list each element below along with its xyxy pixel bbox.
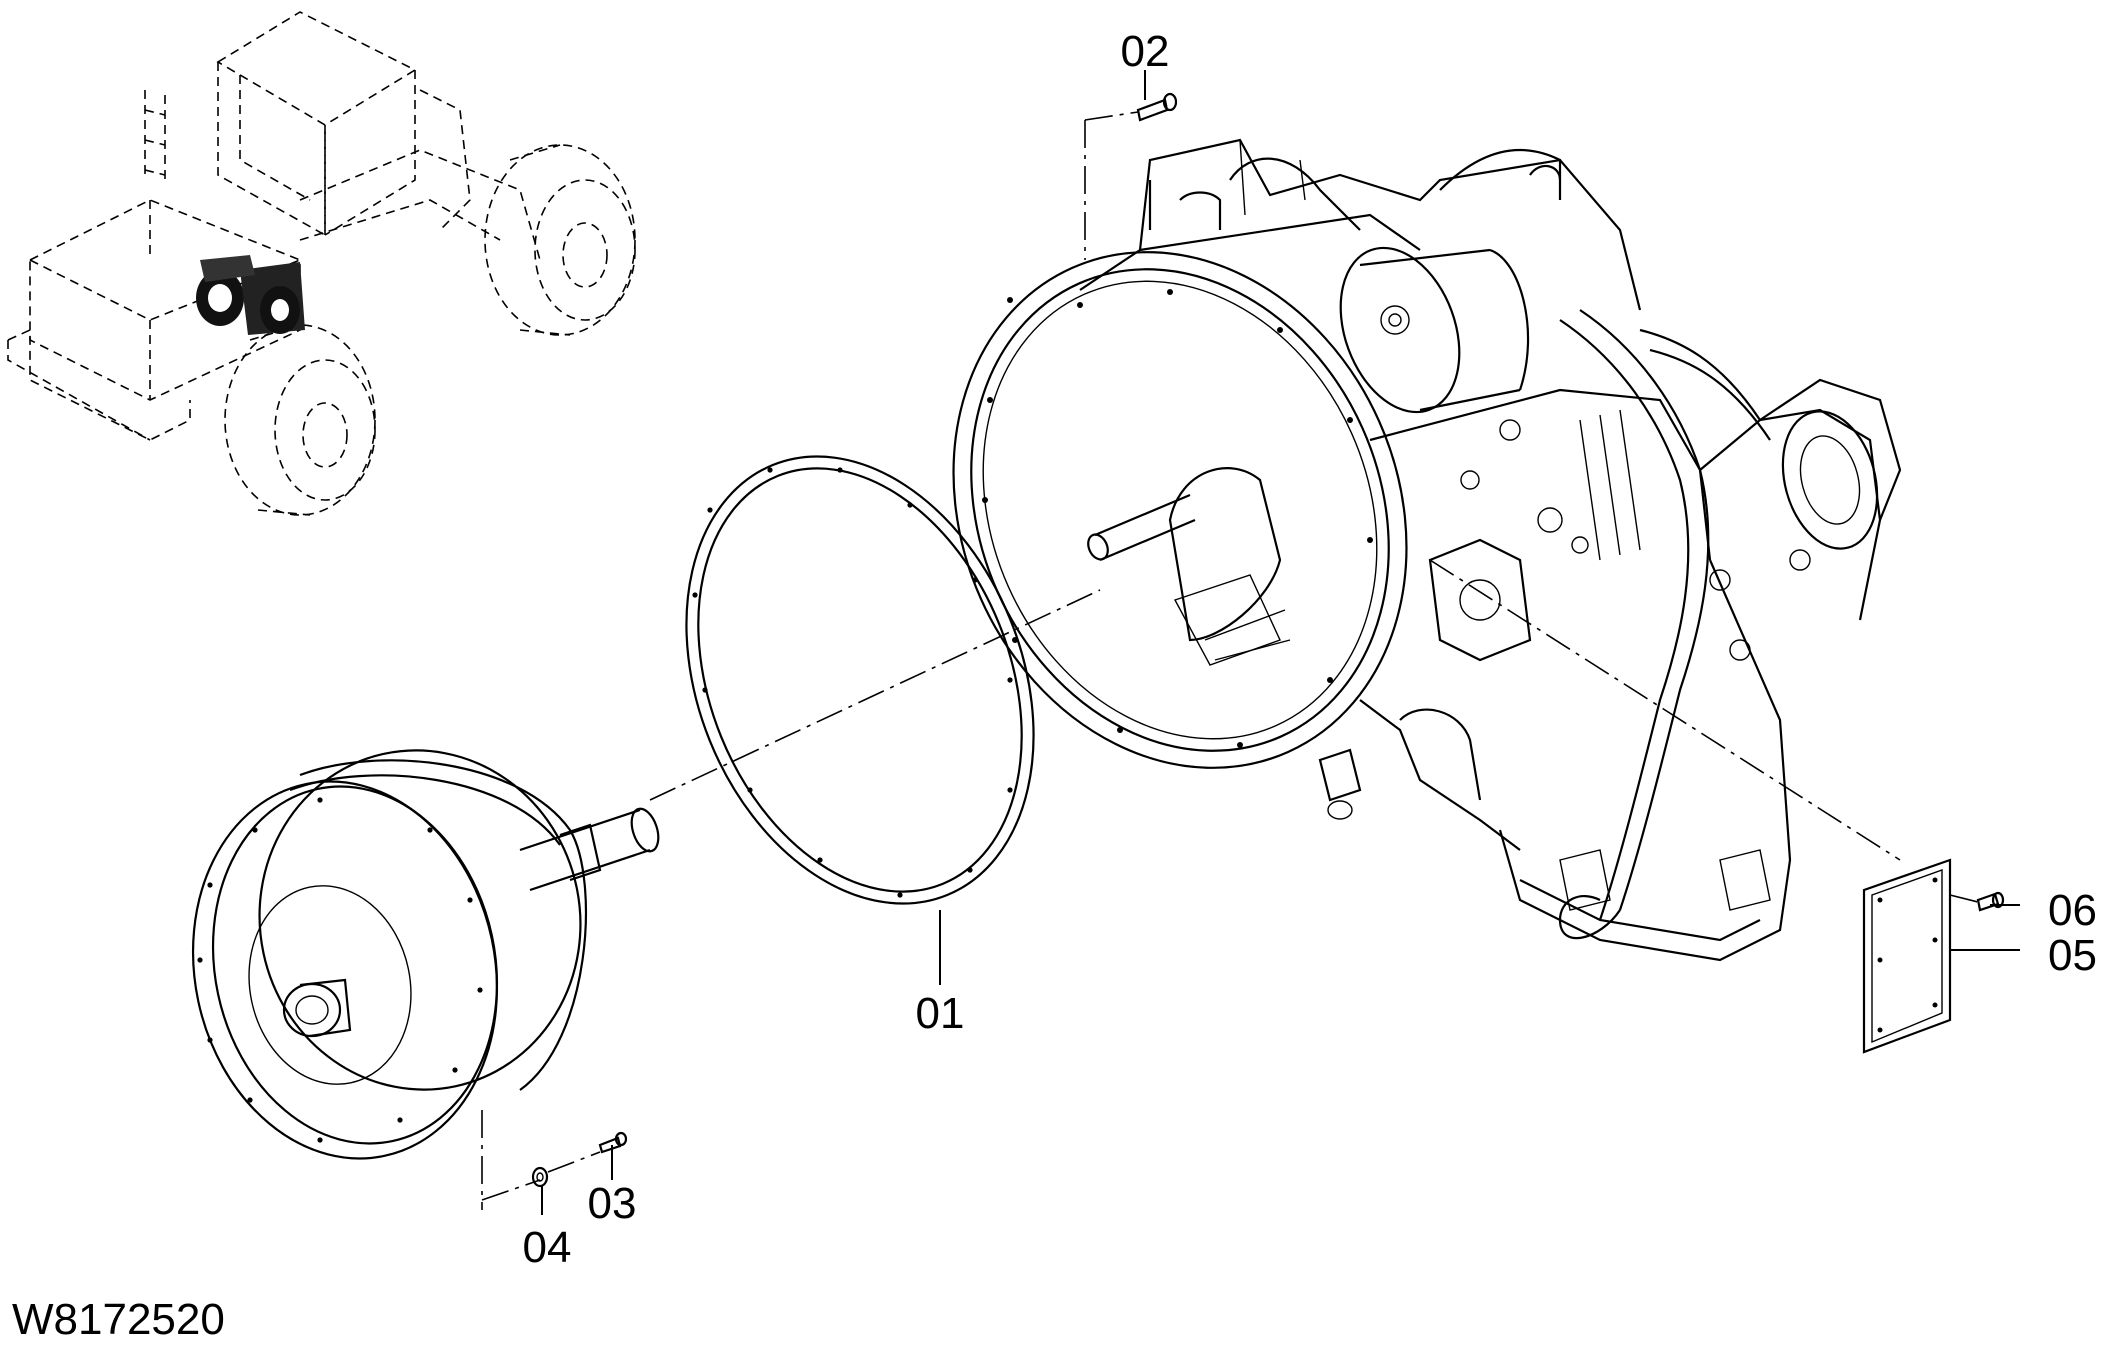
gasket-ring-part: [685, 455, 1035, 905]
bolt-06-part: [1976, 891, 2005, 912]
washer-04-part: [531, 1166, 549, 1188]
bolt-03-part: [598, 1131, 628, 1154]
callout-01-label: 01: [916, 989, 965, 1038]
callout-05-label: 05: [2048, 931, 2097, 980]
callout-04-label: 04: [523, 1223, 572, 1272]
cover-plate-part: [1862, 858, 1952, 1054]
torque-converter-part: [191, 749, 660, 1160]
callout-labels: 01 02 03 04 05 06: [523, 27, 2097, 1272]
assembly-centerlines: [481, 111, 1979, 1210]
transmission-housing: [952, 138, 1902, 962]
highlighted-transmission-icon: [196, 255, 305, 335]
bolt-02-part: [1136, 92, 1178, 122]
callout-02-label: 02: [1121, 27, 1170, 76]
leader-lines: [541, 70, 2020, 1215]
callout-03-label: 03: [588, 1179, 637, 1228]
drawing-number: W8172520: [12, 1295, 225, 1344]
callout-06-label: 06: [2048, 886, 2097, 935]
machine-locator-view: [7, 11, 636, 516]
